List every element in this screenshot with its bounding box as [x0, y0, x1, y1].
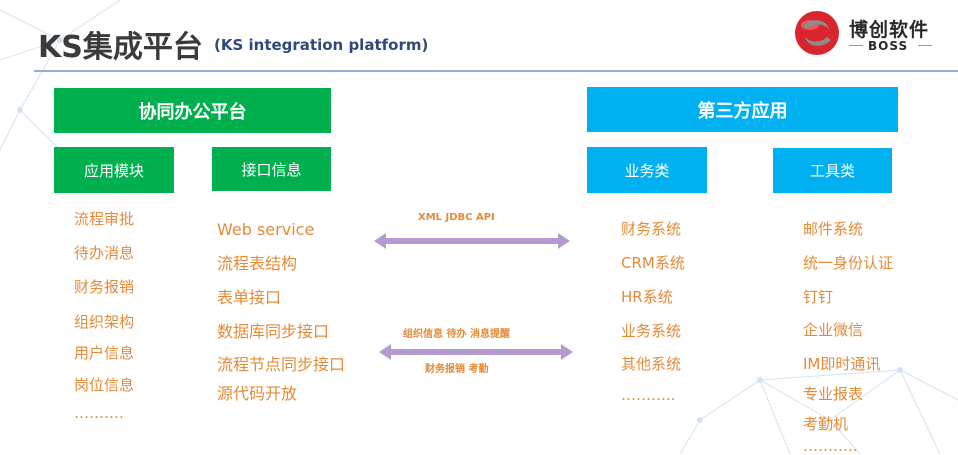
- interface-item: Web service: [217, 220, 315, 239]
- logo-rule-right: [918, 45, 932, 46]
- arrow-top-label: XML JDBC API: [418, 212, 495, 223]
- arrow-bottom-label-2: 财务报销 考勤: [425, 364, 489, 375]
- interface-item: 数据库同步接口: [217, 322, 330, 341]
- module-item: 用户信息: [74, 344, 135, 362]
- tools-heading-label: 工具类: [809, 162, 855, 180]
- data-exchange-arrow-bottom: [379, 344, 573, 360]
- logo-brand-cn: 博创软件: [849, 19, 930, 41]
- tool-item: 企业微信: [803, 321, 864, 339]
- interface-item: 源代码开放: [217, 384, 298, 403]
- modules-heading-label: 应用模块: [83, 161, 144, 180]
- company-logo-icon: [795, 11, 839, 55]
- third-party-label: 第三方应用: [697, 100, 788, 122]
- tools-heading: 工具类: [773, 148, 892, 193]
- module-item: 组织架构: [74, 313, 135, 331]
- logo-rule-left: [849, 45, 863, 46]
- interface-item: 流程节点同步接口: [217, 355, 346, 374]
- interfaces-heading: 接口信息: [212, 147, 331, 191]
- module-item: 财务报销: [74, 278, 135, 296]
- interface-item: 流程表结构: [217, 254, 298, 273]
- module-item: ……….: [74, 404, 124, 422]
- business-heading: 业务类: [587, 147, 707, 193]
- interface-item: 表单接口: [217, 288, 282, 307]
- tool-item: ………..: [803, 437, 858, 455]
- business-item: HR系统: [621, 288, 673, 306]
- arrow-bottom-label-1: 组织信息 待办 消息提醒: [403, 329, 510, 340]
- interfaces-heading-label: 接口信息: [241, 160, 302, 179]
- collab-platform-heading: 协同办公平台: [54, 88, 331, 133]
- collab-platform-label: 协同办公平台: [138, 101, 247, 123]
- page-subtitle: (KS integration platform): [214, 36, 429, 54]
- tool-item: IM即时通讯: [803, 355, 881, 373]
- logo-brand-en: BOSS: [868, 39, 909, 53]
- module-item: 岗位信息: [74, 376, 135, 394]
- data-exchange-arrow-top: [374, 233, 570, 249]
- tool-item: 统一身份认证: [803, 254, 894, 272]
- tool-item: 钉钉: [803, 288, 834, 306]
- business-item: 其他系统: [621, 355, 682, 373]
- tool-item: 邮件系统: [803, 220, 864, 238]
- tool-item: 专业报表: [803, 385, 864, 403]
- tool-item: 考勤机: [803, 415, 849, 433]
- business-item: CRM系统: [621, 254, 685, 272]
- module-item: 待办消息: [74, 244, 135, 262]
- title-divider: [34, 70, 958, 72]
- modules-heading: 应用模块: [54, 147, 174, 193]
- business-item: ………..: [621, 386, 676, 404]
- page-title: KS集成平台: [38, 30, 203, 65]
- module-item: 流程审批: [74, 210, 135, 228]
- third-party-heading: 第三方应用: [587, 87, 898, 132]
- business-item: 业务系统: [621, 322, 682, 340]
- business-heading-label: 业务类: [624, 161, 670, 180]
- business-item: 财务系统: [621, 220, 682, 238]
